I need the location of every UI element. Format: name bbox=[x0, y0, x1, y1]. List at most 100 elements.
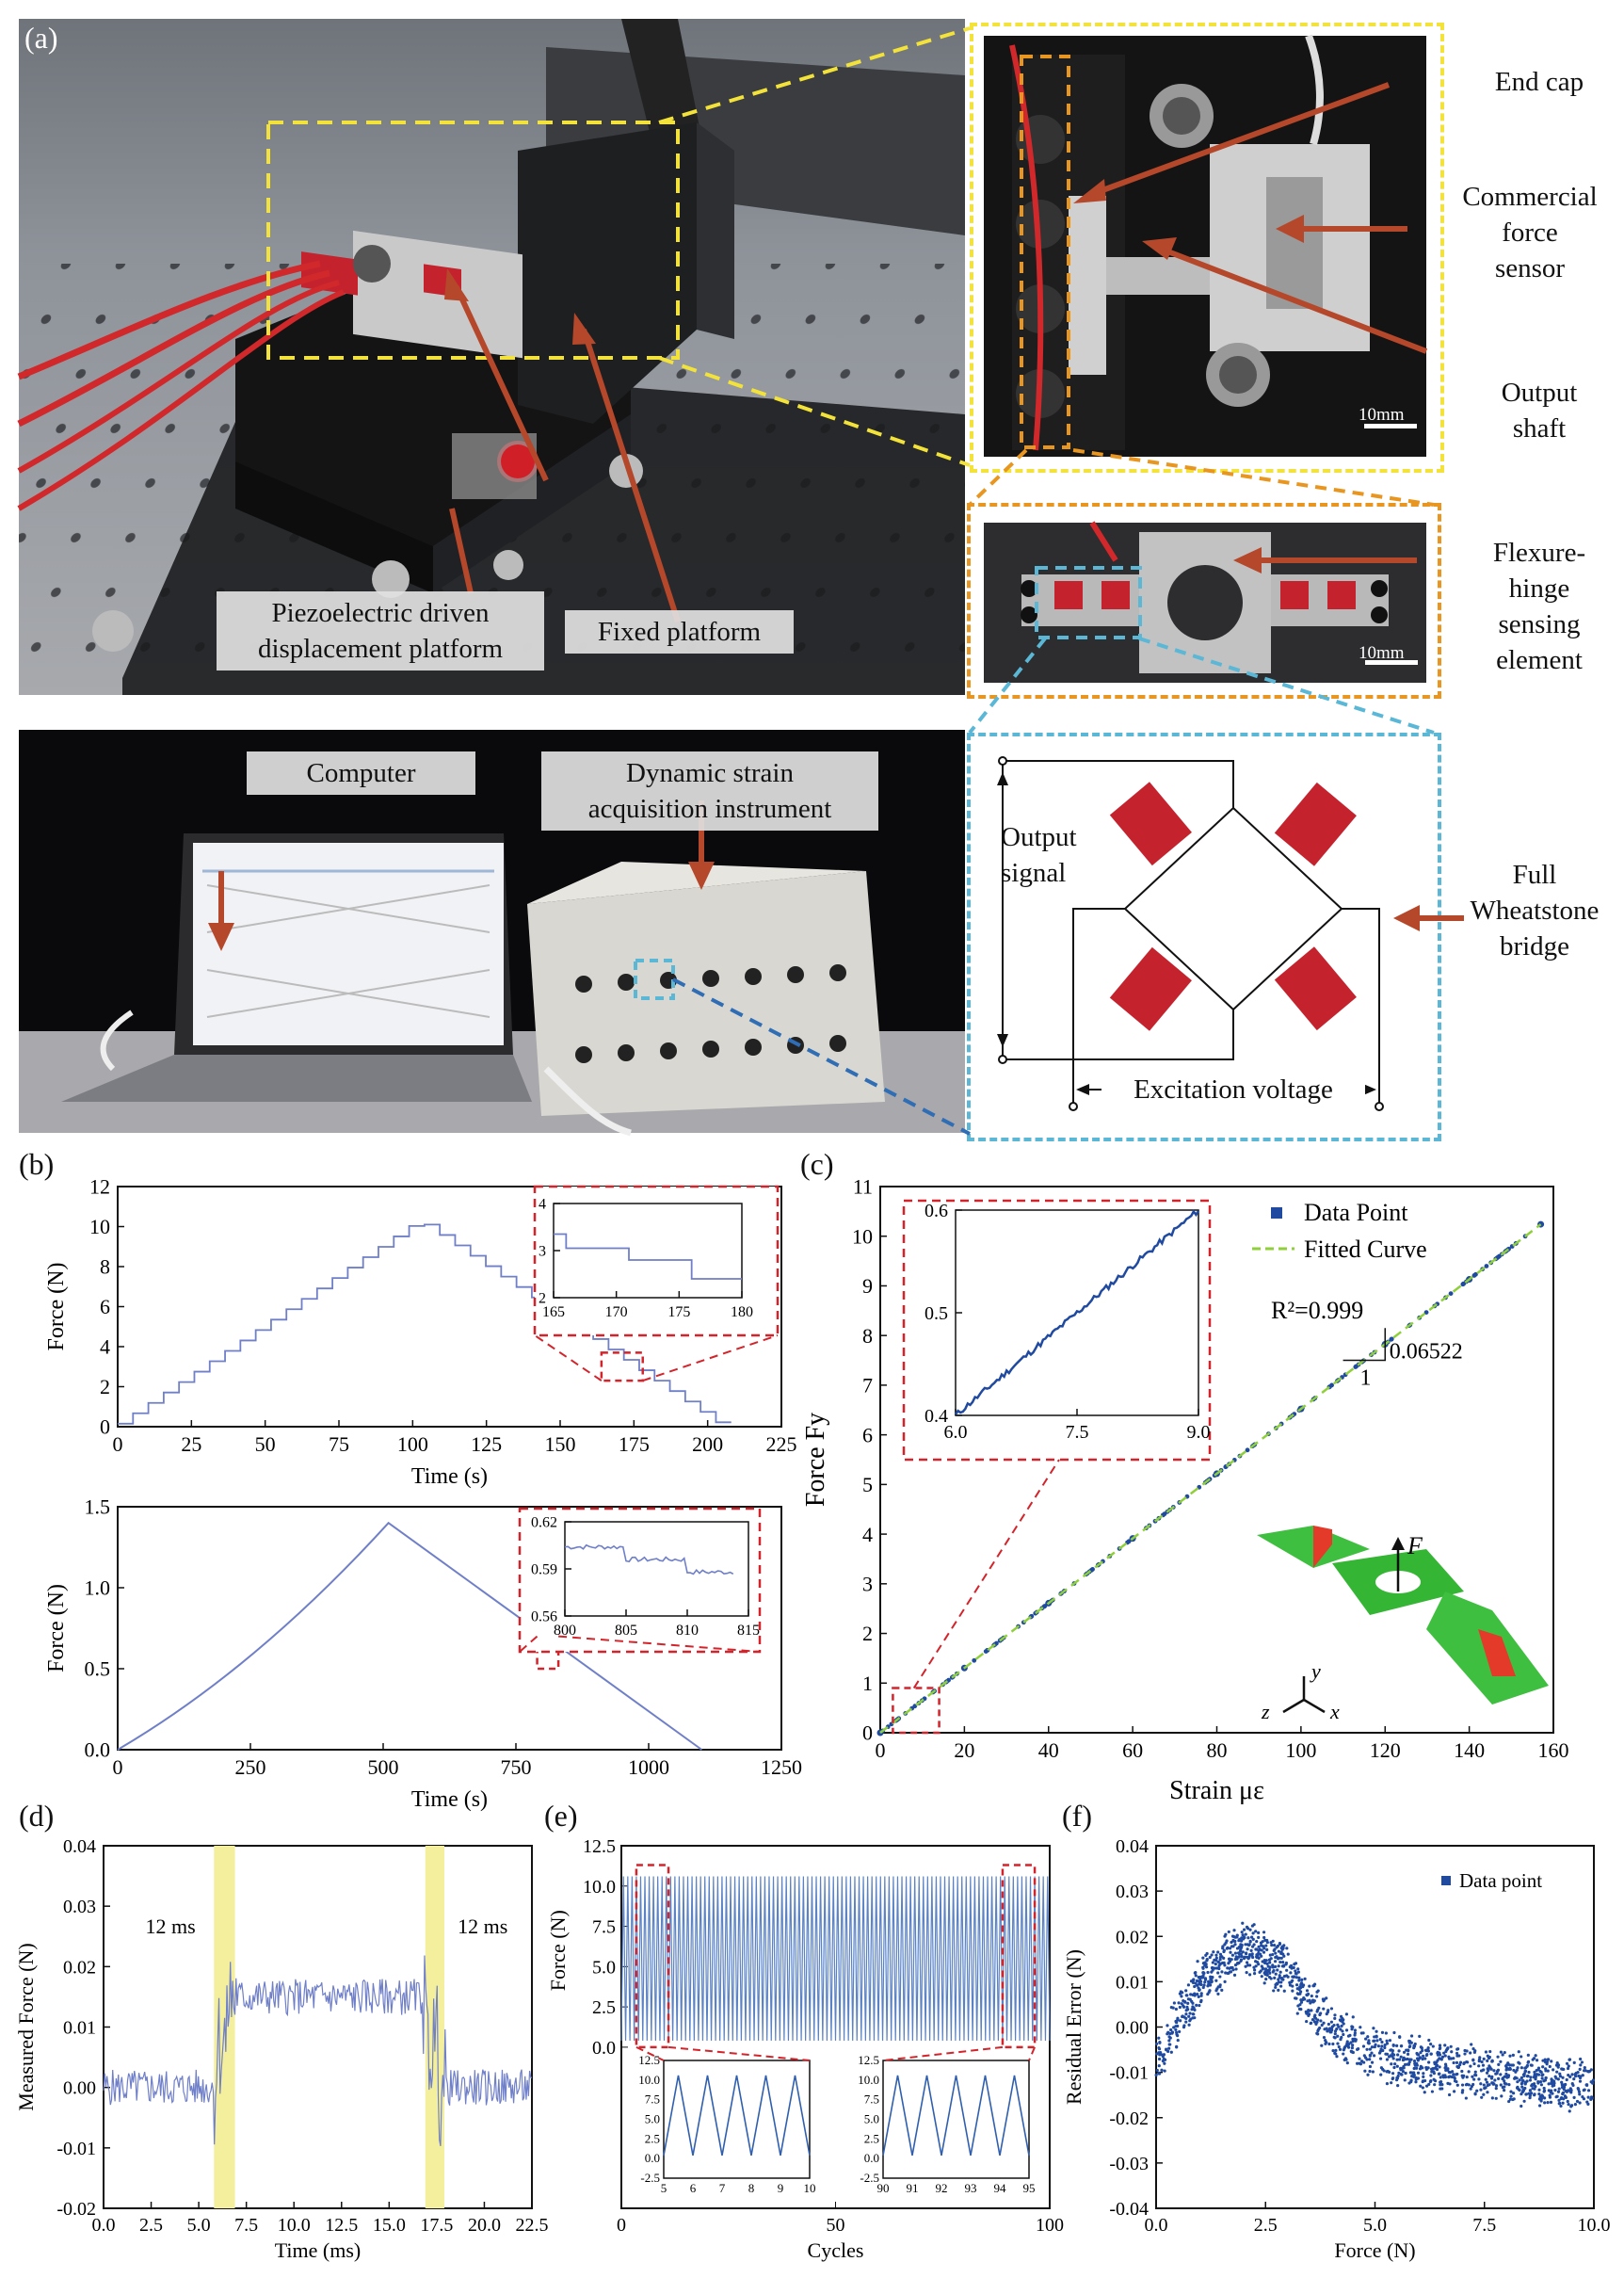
data-point bbox=[1349, 2049, 1353, 2053]
zoom-connector bbox=[635, 2045, 665, 2061]
x-tick-label: 1000 bbox=[628, 1755, 669, 1779]
data-point bbox=[1426, 2066, 1430, 2070]
data-point bbox=[1257, 1956, 1261, 1960]
data-point bbox=[1481, 2068, 1486, 2072]
data-point bbox=[1224, 1932, 1228, 1936]
y-tick-label: 0.02 bbox=[63, 1957, 96, 1978]
data-point bbox=[1549, 2091, 1552, 2094]
x-tick-label: 17.5 bbox=[420, 2215, 453, 2236]
data-point bbox=[1206, 1992, 1210, 1996]
data-point bbox=[1242, 1928, 1246, 1931]
data-point bbox=[1216, 1971, 1220, 1975]
data-point bbox=[1469, 2051, 1472, 2055]
data-point bbox=[1450, 2050, 1454, 2054]
inset-frame bbox=[882, 2060, 1030, 2179]
data-point bbox=[1326, 2029, 1329, 2033]
data-point bbox=[1495, 1254, 1501, 1260]
data-point bbox=[1324, 2039, 1327, 2043]
data-point bbox=[1199, 1992, 1203, 1995]
y-tick-label: 8 bbox=[862, 1324, 873, 1348]
data-point bbox=[1252, 1972, 1257, 1976]
closeup-frame bbox=[970, 23, 1444, 473]
data-point bbox=[1479, 2088, 1483, 2092]
data-point bbox=[1213, 1966, 1216, 1970]
data-point bbox=[1198, 1978, 1202, 1981]
data-point bbox=[1277, 1949, 1280, 1953]
data-point bbox=[1568, 2058, 1571, 2061]
photo-flexure: 10mm bbox=[984, 521, 1426, 683]
data-point bbox=[1486, 2091, 1489, 2094]
data-point bbox=[1511, 2097, 1515, 2102]
data-point bbox=[1279, 1980, 1283, 1984]
data-point bbox=[1407, 2044, 1411, 2049]
data-point bbox=[1168, 2036, 1172, 2040]
y-tick-label: 5 bbox=[862, 1473, 873, 1496]
data-point bbox=[1245, 1961, 1249, 1964]
data-point bbox=[1453, 2076, 1456, 2080]
data-point bbox=[1539, 2070, 1543, 2075]
data-point bbox=[1260, 1975, 1263, 1979]
data-point bbox=[1444, 2064, 1448, 2068]
data-point bbox=[1397, 2058, 1402, 2061]
data-point bbox=[1307, 2009, 1310, 2012]
data-point bbox=[1311, 1984, 1315, 1988]
bridge-frame bbox=[967, 733, 1441, 1141]
data-point bbox=[1215, 1987, 1219, 1991]
y-tick-label: 3 bbox=[539, 1244, 546, 1260]
data-point bbox=[1422, 2075, 1425, 2078]
data-point bbox=[1564, 2095, 1568, 2099]
data-point bbox=[1451, 2070, 1455, 2074]
x-tick-label: 165 bbox=[542, 1304, 565, 1320]
data-point bbox=[1499, 2050, 1503, 2054]
y-tick-label: 2.5 bbox=[592, 1997, 616, 2018]
data-point bbox=[1351, 2039, 1355, 2044]
data-point bbox=[1214, 1953, 1218, 1957]
data-point bbox=[1188, 1997, 1192, 2001]
y-tick-label: 10.0 bbox=[583, 1877, 616, 1898]
data-point bbox=[1453, 2079, 1457, 2083]
data-point bbox=[1407, 2049, 1410, 2053]
data-point bbox=[1378, 2057, 1383, 2060]
data-point bbox=[1548, 2064, 1552, 2069]
data-point bbox=[1478, 2056, 1482, 2060]
data-point bbox=[1210, 1966, 1214, 1970]
data-point bbox=[1383, 2043, 1387, 2047]
data-point bbox=[1240, 1931, 1244, 1934]
data-point bbox=[1250, 1952, 1254, 1956]
data-point bbox=[1214, 1979, 1218, 1982]
data-point bbox=[1435, 2063, 1439, 2067]
y-tick-label: -0.01 bbox=[56, 2139, 96, 2159]
data-point bbox=[1331, 2048, 1335, 2053]
data-point bbox=[1388, 2070, 1391, 2074]
annotation-left: 12 ms bbox=[145, 1914, 195, 1938]
x-tick-label: 50 bbox=[827, 2215, 845, 2236]
data-point bbox=[1552, 2068, 1555, 2072]
data-point bbox=[1343, 2057, 1348, 2060]
x-tick-label: 120 bbox=[1370, 1738, 1401, 1762]
data-point bbox=[1571, 2083, 1575, 2088]
data-point bbox=[1244, 1964, 1247, 1968]
data-point bbox=[1487, 2074, 1491, 2078]
x-tick-label: 6.0 bbox=[944, 1422, 968, 1443]
series-line bbox=[118, 1223, 732, 1425]
label-wheatstone: Full Wheatstone bridge bbox=[1470, 860, 1600, 961]
data-point bbox=[1583, 2088, 1586, 2092]
data-point bbox=[1166, 2024, 1169, 2028]
data-point bbox=[1239, 1947, 1243, 1951]
data-point bbox=[1310, 2018, 1315, 2022]
data-point bbox=[1390, 2081, 1393, 2085]
y-tick-label: 3 bbox=[862, 1573, 873, 1596]
data-point bbox=[1516, 2085, 1519, 2089]
data-point bbox=[1201, 1956, 1205, 1960]
data-point bbox=[1546, 2101, 1550, 2105]
data-point bbox=[1529, 2063, 1533, 2067]
data-point bbox=[1458, 2062, 1462, 2067]
data-point bbox=[1201, 1966, 1205, 1970]
data-point bbox=[1403, 2078, 1407, 2082]
data-point bbox=[1412, 2073, 1416, 2077]
data-point bbox=[1246, 1963, 1250, 1967]
x-tick-label: 10.0 bbox=[278, 2215, 311, 2236]
data-point bbox=[1193, 2016, 1197, 2020]
data-point bbox=[1344, 2028, 1349, 2032]
data-point bbox=[1579, 2057, 1583, 2061]
